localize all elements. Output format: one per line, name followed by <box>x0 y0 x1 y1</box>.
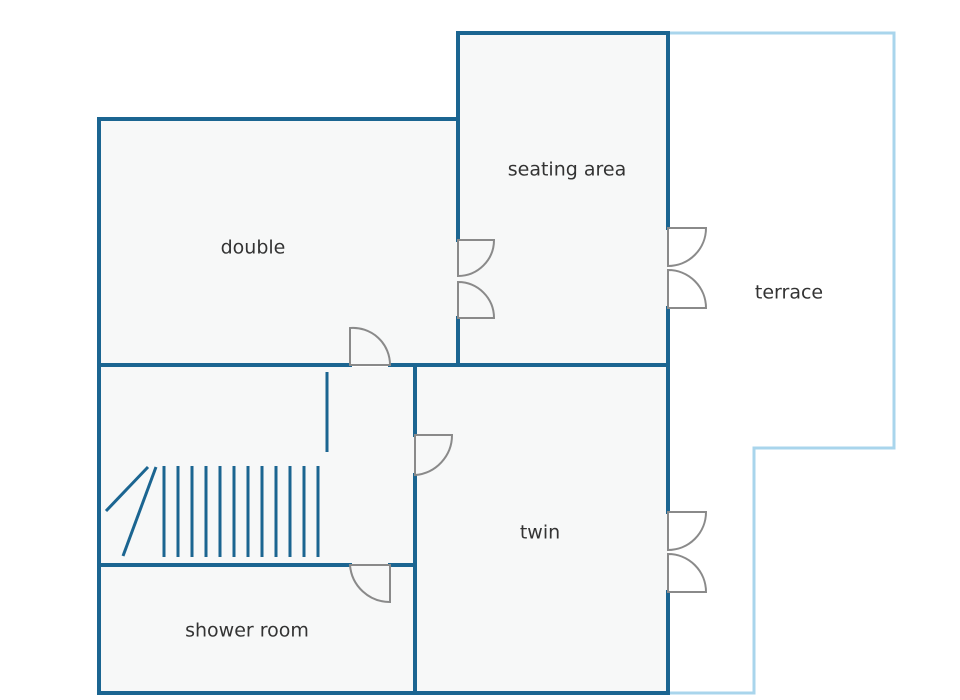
door-double-to-seating <box>457 239 496 319</box>
staircase <box>104 372 329 557</box>
door-twin-to-terrace <box>667 511 708 593</box>
hall-fill <box>99 367 415 565</box>
room-label-terrace: terrace <box>755 282 823 304</box>
twin-fill <box>415 365 668 693</box>
terrace-outline <box>668 31 896 695</box>
room-label-seating-area: seating area <box>508 159 626 181</box>
double-fill <box>99 119 458 365</box>
door-hall-to-twin <box>414 434 454 477</box>
stair-winder <box>121 466 158 557</box>
room-labels: double seating area terrace twin shower … <box>185 159 823 642</box>
door-hall-to-shower <box>348 564 391 604</box>
room-label-shower-room: shower room <box>185 620 309 642</box>
room-label-double: double <box>221 237 286 259</box>
door-double-to-hall <box>349 326 392 366</box>
door-seating-to-terrace <box>667 227 708 309</box>
room-label-twin: twin <box>520 522 560 544</box>
walls <box>97 31 670 695</box>
room-fills <box>99 33 668 693</box>
stair-winder <box>104 465 150 513</box>
doors <box>348 227 708 604</box>
